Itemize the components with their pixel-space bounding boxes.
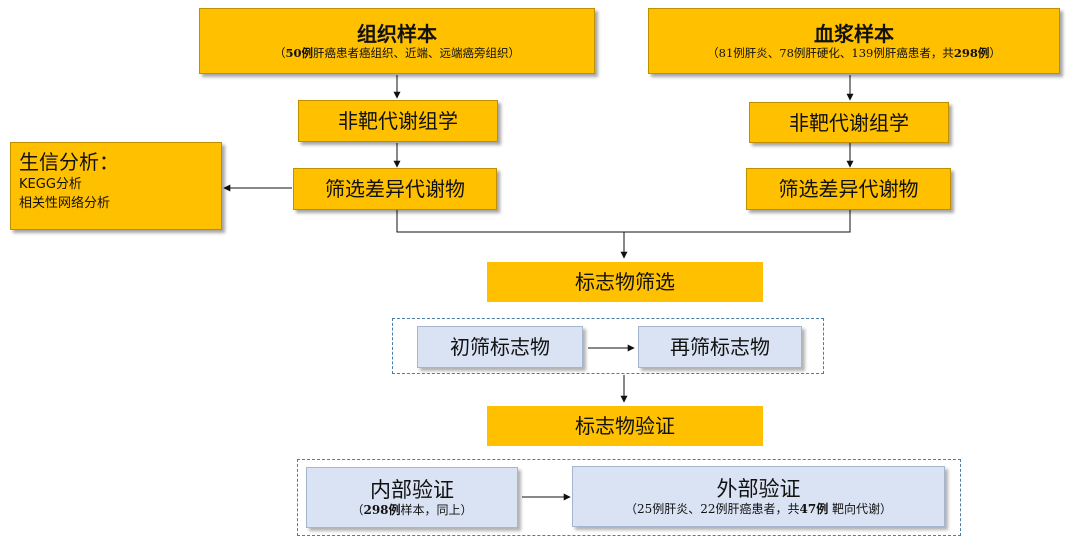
screen-differential-left-label: 筛选差异代谢物 xyxy=(325,177,465,201)
internal-validation-subtitle: （298例样本，同上） xyxy=(351,503,473,517)
external-validation-title: 外部验证 xyxy=(716,477,801,501)
bioinfo-correlation: 相关性网络分析 xyxy=(19,196,111,211)
merge-line xyxy=(396,210,851,233)
screen-differential-left: 筛选差异代谢物 xyxy=(293,168,497,210)
external-validation-subtitle: （25例肝炎、22例肝癌患者，共47例 靶向代谢） xyxy=(624,502,893,516)
marker-validation-label: 标志物验证 xyxy=(575,414,675,438)
plasma-sample-title: 血浆样本 xyxy=(814,21,894,46)
validation-group xyxy=(297,459,961,536)
screening-stages-group xyxy=(392,318,824,374)
tissue-sample-subtitle: （50例肝癌患者癌组织、近端、远端癌旁组织） xyxy=(273,45,520,60)
bioinfo-analysis-box: 生信分析： KEGG分析 相关性网络分析 xyxy=(10,142,222,230)
tissue-sample-box: 组织样本 （50例肝癌患者癌组织、近端、远端癌旁组织） xyxy=(199,8,595,74)
untargeted-metabolomics-right-label: 非靶代谢组学 xyxy=(789,110,909,135)
initial-screen-box: 初筛标志物 xyxy=(417,326,583,368)
bioinfo-title: 生信分析： xyxy=(19,150,119,174)
screen-differential-right: 筛选差异代谢物 xyxy=(746,168,951,210)
untargeted-metabolomics-left: 非靶代谢组学 xyxy=(298,100,498,142)
untargeted-metabolomics-right: 非靶代谢组学 xyxy=(749,102,949,143)
bioinfo-kegg: KEGG分析 xyxy=(19,177,82,192)
untargeted-metabolomics-left-label: 非靶代谢组学 xyxy=(338,109,458,133)
initial-screen-label: 初筛标志物 xyxy=(450,335,550,359)
tissue-sample-title: 组织样本 xyxy=(357,21,437,46)
marker-screening-box: 标志物筛选 xyxy=(487,262,763,302)
marker-validation-box: 标志物验证 xyxy=(487,406,763,446)
marker-screening-label: 标志物筛选 xyxy=(575,270,675,294)
internal-validation-box: 内部验证 （298例样本，同上） xyxy=(306,467,518,528)
rescreen-label: 再筛标志物 xyxy=(670,335,770,359)
external-validation-box: 外部验证 （25例肝炎、22例肝癌患者，共47例 靶向代谢） xyxy=(572,466,945,527)
plasma-sample-box: 血浆样本 （81例肝炎、78例肝硬化、139例肝癌患者，共298例） xyxy=(648,8,1060,74)
screen-differential-right-label: 筛选差异代谢物 xyxy=(778,177,919,201)
plasma-sample-subtitle: （81例肝炎、78例肝硬化、139例肝癌患者，共298例） xyxy=(707,45,1001,60)
internal-validation-title: 内部验证 xyxy=(370,478,454,502)
rescreen-box: 再筛标志物 xyxy=(638,326,802,368)
